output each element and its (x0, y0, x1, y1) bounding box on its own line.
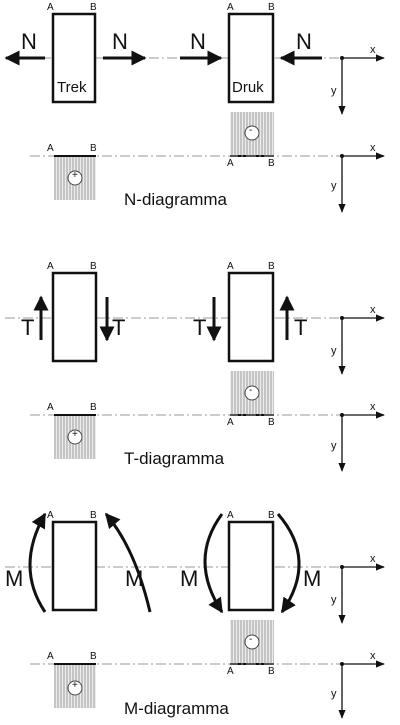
caption-m-diagram: M-diagramma (124, 699, 229, 718)
point-label-b: B (268, 261, 275, 272)
axis-label-y: y (331, 440, 337, 452)
sign-minus: - (249, 125, 253, 136)
point-label-b: B (90, 651, 97, 662)
beam-element-left (51, 271, 98, 363)
force-label-n: N (21, 29, 37, 54)
moment-label-m: M (5, 566, 24, 591)
point-label-b: B (268, 158, 275, 169)
force-label-t: T (112, 315, 126, 340)
axis-label-y: y (331, 180, 337, 192)
section-m (5, 512, 385, 719)
beam-element-right (227, 520, 275, 612)
moment-label-m: M (180, 566, 199, 591)
point-label-a: A (47, 510, 54, 521)
point-label-a: A (227, 510, 234, 521)
axis-origin (340, 413, 344, 417)
force-label-n: N (190, 29, 206, 54)
axis-label-x: x (370, 304, 376, 316)
moment-arrow-left (203, 513, 224, 614)
point-label-a: A (227, 261, 234, 272)
axis-origin (340, 56, 344, 60)
axis-label-y: y (331, 688, 337, 700)
point-label-a: A (47, 651, 54, 662)
moment-arrow-right (104, 512, 152, 613)
sign-minus: - (249, 634, 253, 645)
beam-element-right (227, 271, 275, 363)
axis-label-x: x (370, 44, 376, 56)
compression-label: Druk (232, 79, 264, 96)
point-label-b: B (90, 261, 97, 272)
sign-circle (67, 170, 83, 186)
tension-label: Trek (57, 79, 87, 96)
axis-origin (340, 662, 344, 666)
sign-plus: + (72, 429, 78, 440)
beam-element-left (51, 520, 98, 612)
beam-element-compression (227, 12, 275, 104)
point-label-b: B (268, 417, 275, 428)
point-label-b: B (90, 402, 97, 413)
moment-arrow-right (276, 513, 301, 614)
axis-label-x: x (370, 401, 376, 413)
point-label-b: B (268, 510, 275, 521)
section-n (4, 12, 385, 213)
axis-label-y: y (331, 594, 337, 606)
sign-circle (67, 680, 83, 696)
point-label-b: B (90, 510, 97, 521)
force-label-n: N (296, 29, 312, 54)
sign-plus: + (72, 680, 78, 691)
point-label-a: A (227, 158, 234, 169)
caption-t-diagram: T-diagramma (124, 449, 225, 468)
point-label-b: B (90, 2, 97, 13)
sign-minus: - (249, 385, 253, 396)
sign-circle (244, 634, 260, 650)
caption-n-diagram: N-diagramma (124, 190, 227, 209)
point-label-a: A (47, 2, 54, 13)
sign-circle (244, 385, 260, 401)
axis-origin (340, 565, 344, 569)
moment-label-m: M (303, 566, 322, 591)
axis-label-x: x (370, 650, 376, 662)
axis-label-x: x (370, 142, 376, 154)
moment-arrow-left (28, 512, 47, 613)
axis-label-y: y (331, 85, 337, 97)
point-label-a: A (47, 402, 54, 413)
force-label-t: T (21, 315, 35, 340)
sign-circle (244, 125, 260, 141)
axis-origin (340, 316, 344, 320)
force-label-t: T (193, 315, 207, 340)
force-label-n: N (112, 29, 128, 54)
point-label-b: B (90, 143, 97, 154)
point-label-a: A (227, 417, 234, 428)
point-label-b: B (268, 666, 275, 677)
section-t (5, 271, 385, 472)
force-label-t: T (294, 315, 308, 340)
point-label-a: A (47, 143, 54, 154)
point-label-b: B (268, 2, 275, 13)
sign-circle (67, 429, 83, 445)
moment-label-m: M (125, 566, 144, 591)
beam-element-tension (51, 12, 97, 104)
sign-plus: + (72, 170, 78, 181)
point-label-a: A (47, 261, 54, 272)
axis-label-x: x (370, 553, 376, 565)
axis-origin (340, 154, 344, 158)
point-label-a: A (227, 2, 234, 13)
point-label-a: A (227, 666, 234, 677)
axis-label-y: y (331, 345, 337, 357)
